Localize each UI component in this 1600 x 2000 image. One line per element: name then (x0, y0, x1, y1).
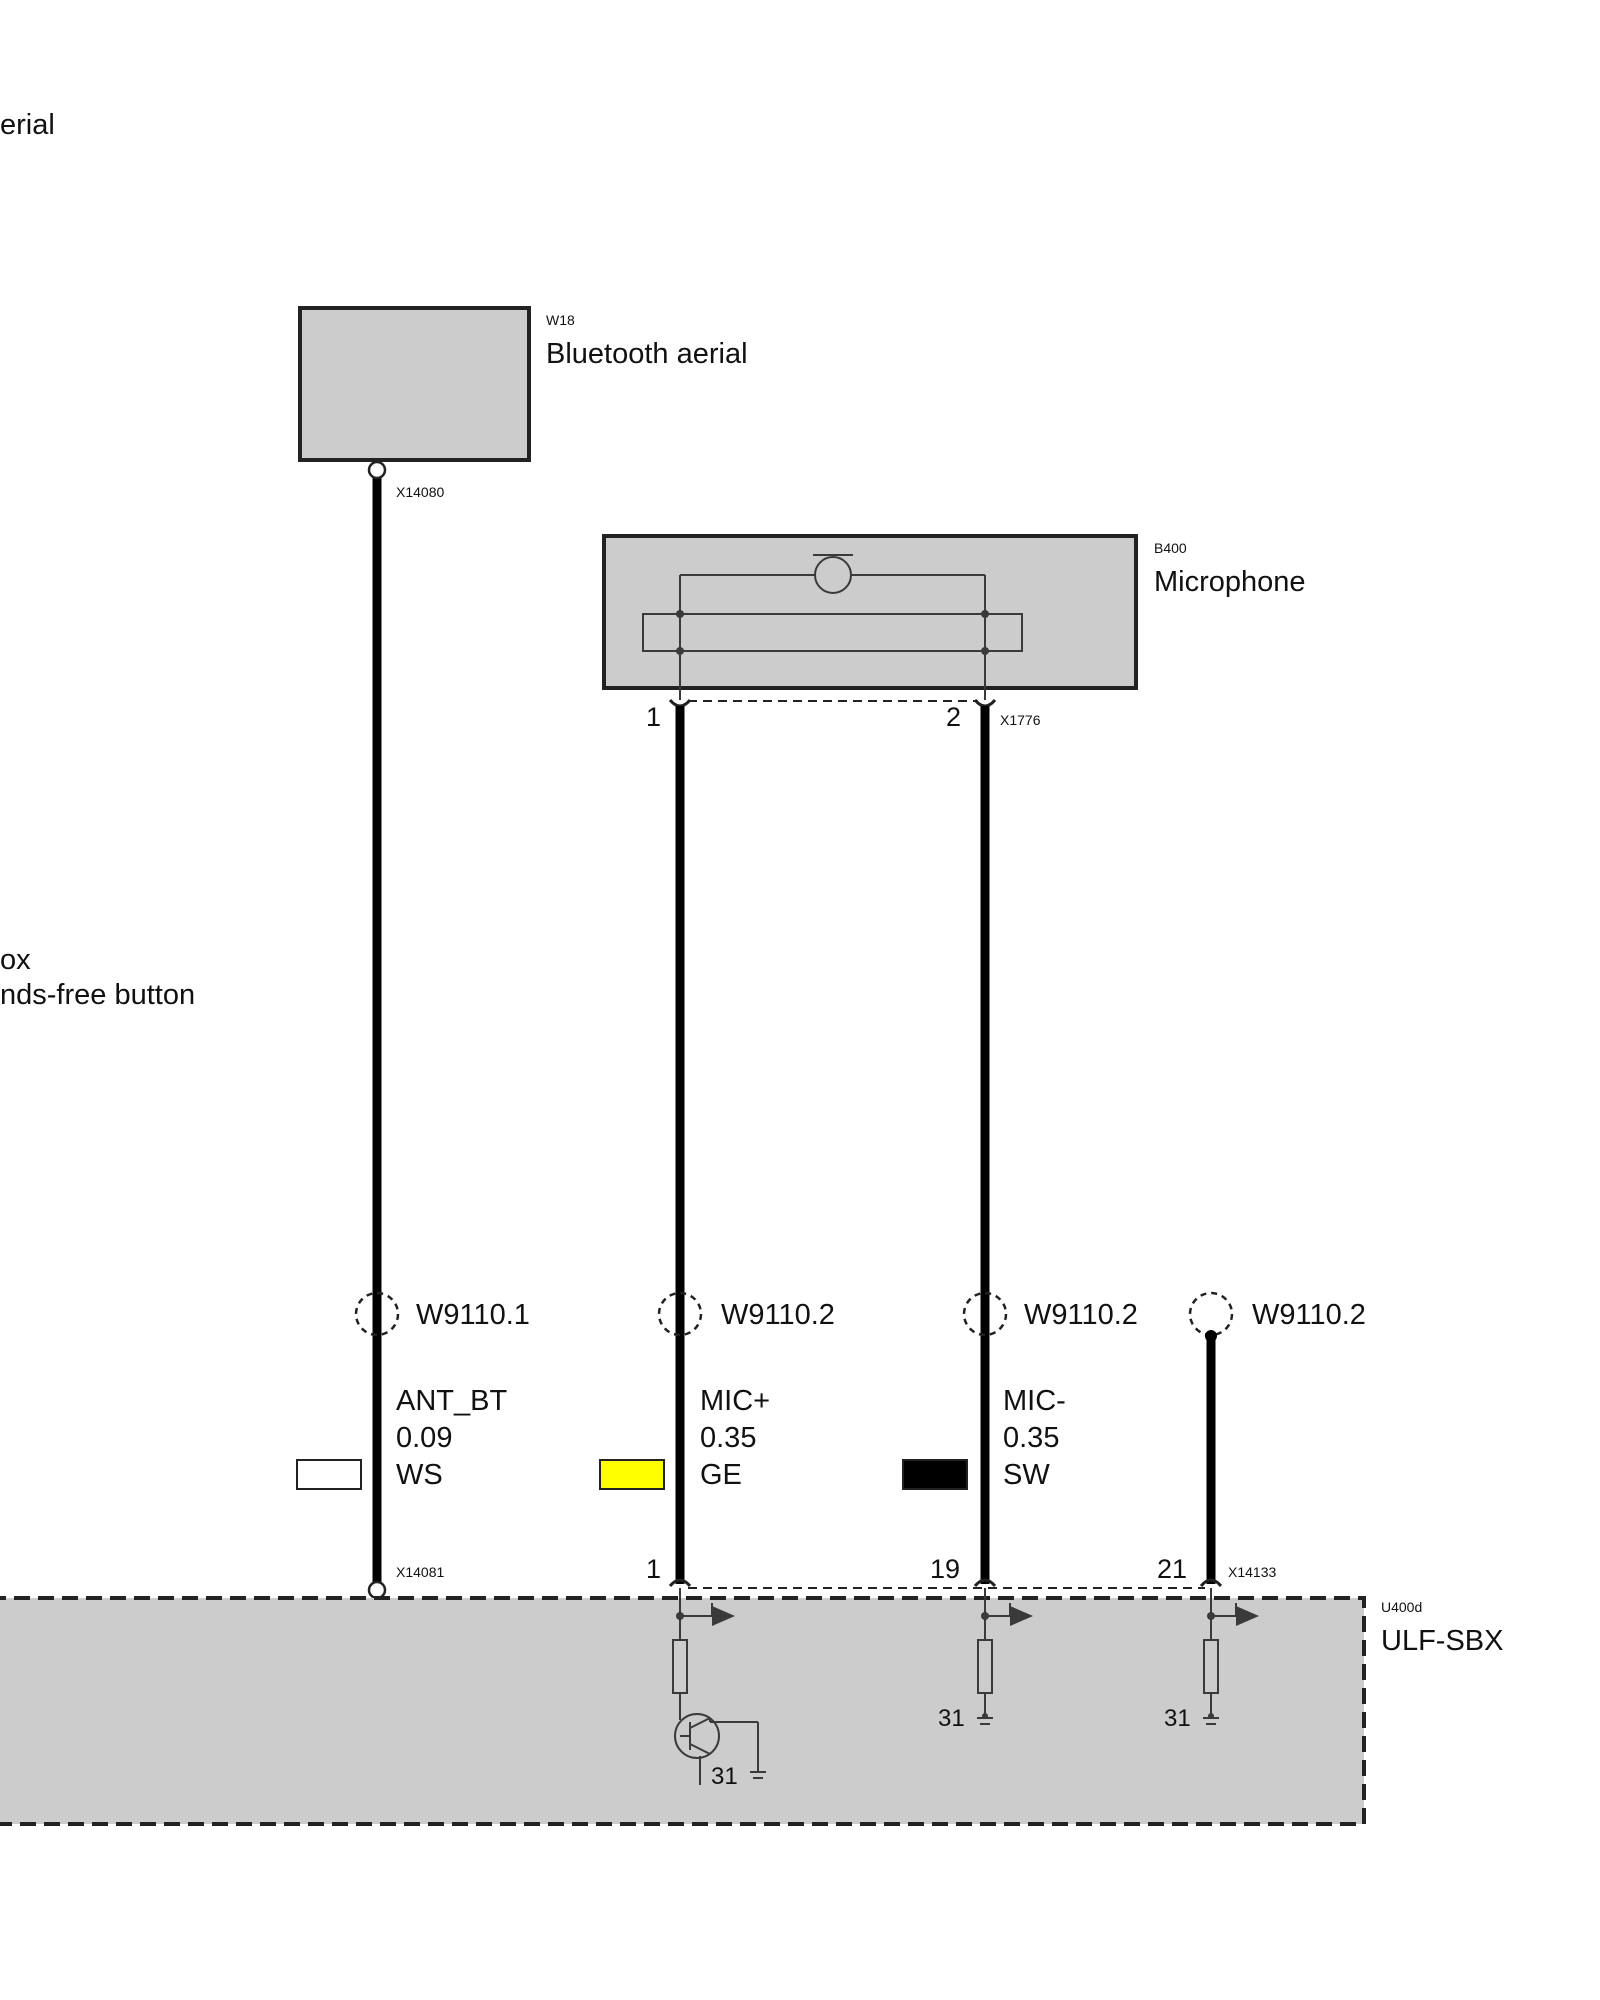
fragment-mid-left-1: ox (0, 944, 31, 976)
fragment-top-left: erial (0, 109, 55, 141)
wire-2-gauge: 0.35 (700, 1422, 756, 1454)
module-name: ULF-SBX (1381, 1625, 1503, 1657)
pin19-ground-label: 31 (938, 1705, 965, 1732)
shield-drain-dot (1205, 1330, 1217, 1342)
aerial-box (298, 306, 531, 462)
mic-pin-1-terminal-icon (668, 698, 692, 708)
pin1-resistor-icon (672, 1639, 688, 1694)
pin21-arrow-icon (1236, 1606, 1259, 1626)
module-code: U400d (1381, 1599, 1422, 1615)
module-connector-right: X14133 (1228, 1564, 1276, 1580)
fragment-mid-left-2: nds-free button (0, 979, 195, 1011)
microphone-pin-1: 1 (646, 702, 661, 732)
pin21-ground-label: 31 (1164, 1705, 1191, 1732)
microphone-name: Microphone (1154, 566, 1306, 598)
pin1-internal-circuit (672, 1588, 766, 1785)
wire-1-color-code: WS (396, 1459, 443, 1491)
module-pin-1-terminal-icon (668, 1578, 692, 1588)
wire-2-signal: MIC+ (700, 1385, 770, 1417)
wire-3-color-code: SW (1003, 1459, 1050, 1491)
aerial-code: W18 (546, 312, 575, 328)
module-pin-19: 19 (930, 1554, 960, 1584)
microphone-component (602, 534, 1138, 700)
wire-1-gauge: 0.09 (396, 1422, 452, 1454)
aerial-connector: X14080 (396, 484, 444, 500)
microphone-box (602, 534, 1138, 690)
module-pin-1: 1 (646, 1554, 661, 1584)
module-pin-21: 21 (1157, 1554, 1187, 1584)
module-connector-left: X14081 (396, 1564, 444, 1580)
wire-3-gauge: 0.35 (1003, 1422, 1059, 1454)
aerial-terminal-icon (367, 460, 387, 480)
wire-2-color-swatch (599, 1459, 665, 1490)
transistor-icon (674, 1713, 720, 1759)
microphone-connector: X1776 (1000, 712, 1041, 728)
wire-1-color-swatch (296, 1459, 362, 1490)
wire-3-color-swatch (902, 1459, 968, 1490)
pin1-arrow-icon (712, 1606, 735, 1626)
wire-2-color-code: GE (700, 1459, 742, 1491)
module-pin-21-terminal-icon (1199, 1578, 1223, 1588)
wire-3-signal: MIC- (1003, 1385, 1066, 1417)
pin19-resistor-icon (977, 1639, 993, 1694)
module-box (0, 1596, 1366, 1826)
wire-1-harness: W9110.1 (416, 1299, 530, 1331)
shield-w9110-1-icon (354, 1291, 400, 1337)
microphone-pin-2: 2 (946, 702, 961, 732)
microphone-code: B400 (1154, 540, 1187, 556)
module-pin-19-terminal-icon (973, 1578, 997, 1588)
pin19-arrow-icon (1010, 1606, 1033, 1626)
wire-4-harness: W9110.2 (1252, 1299, 1366, 1331)
pin1-ground-label: 31 (711, 1763, 738, 1790)
module-ant-terminal-icon (367, 1580, 387, 1600)
shield-w9110-2b-icon (962, 1291, 1008, 1337)
pin21-resistor-icon (1203, 1639, 1219, 1694)
wire-2-harness: W9110.2 (721, 1299, 835, 1331)
shield-w9110-2c-icon (1188, 1291, 1234, 1337)
pin21-internal-circuit (1203, 1588, 1259, 1725)
wire-1-signal: ANT_BT (396, 1385, 507, 1417)
pin19-internal-circuit (977, 1588, 1033, 1725)
shield-w9110-2a-icon (657, 1291, 703, 1337)
aerial-name: Bluetooth aerial (546, 338, 748, 370)
wire-3-harness: W9110.2 (1024, 1299, 1138, 1331)
microphone-symbol-icon (814, 556, 852, 594)
